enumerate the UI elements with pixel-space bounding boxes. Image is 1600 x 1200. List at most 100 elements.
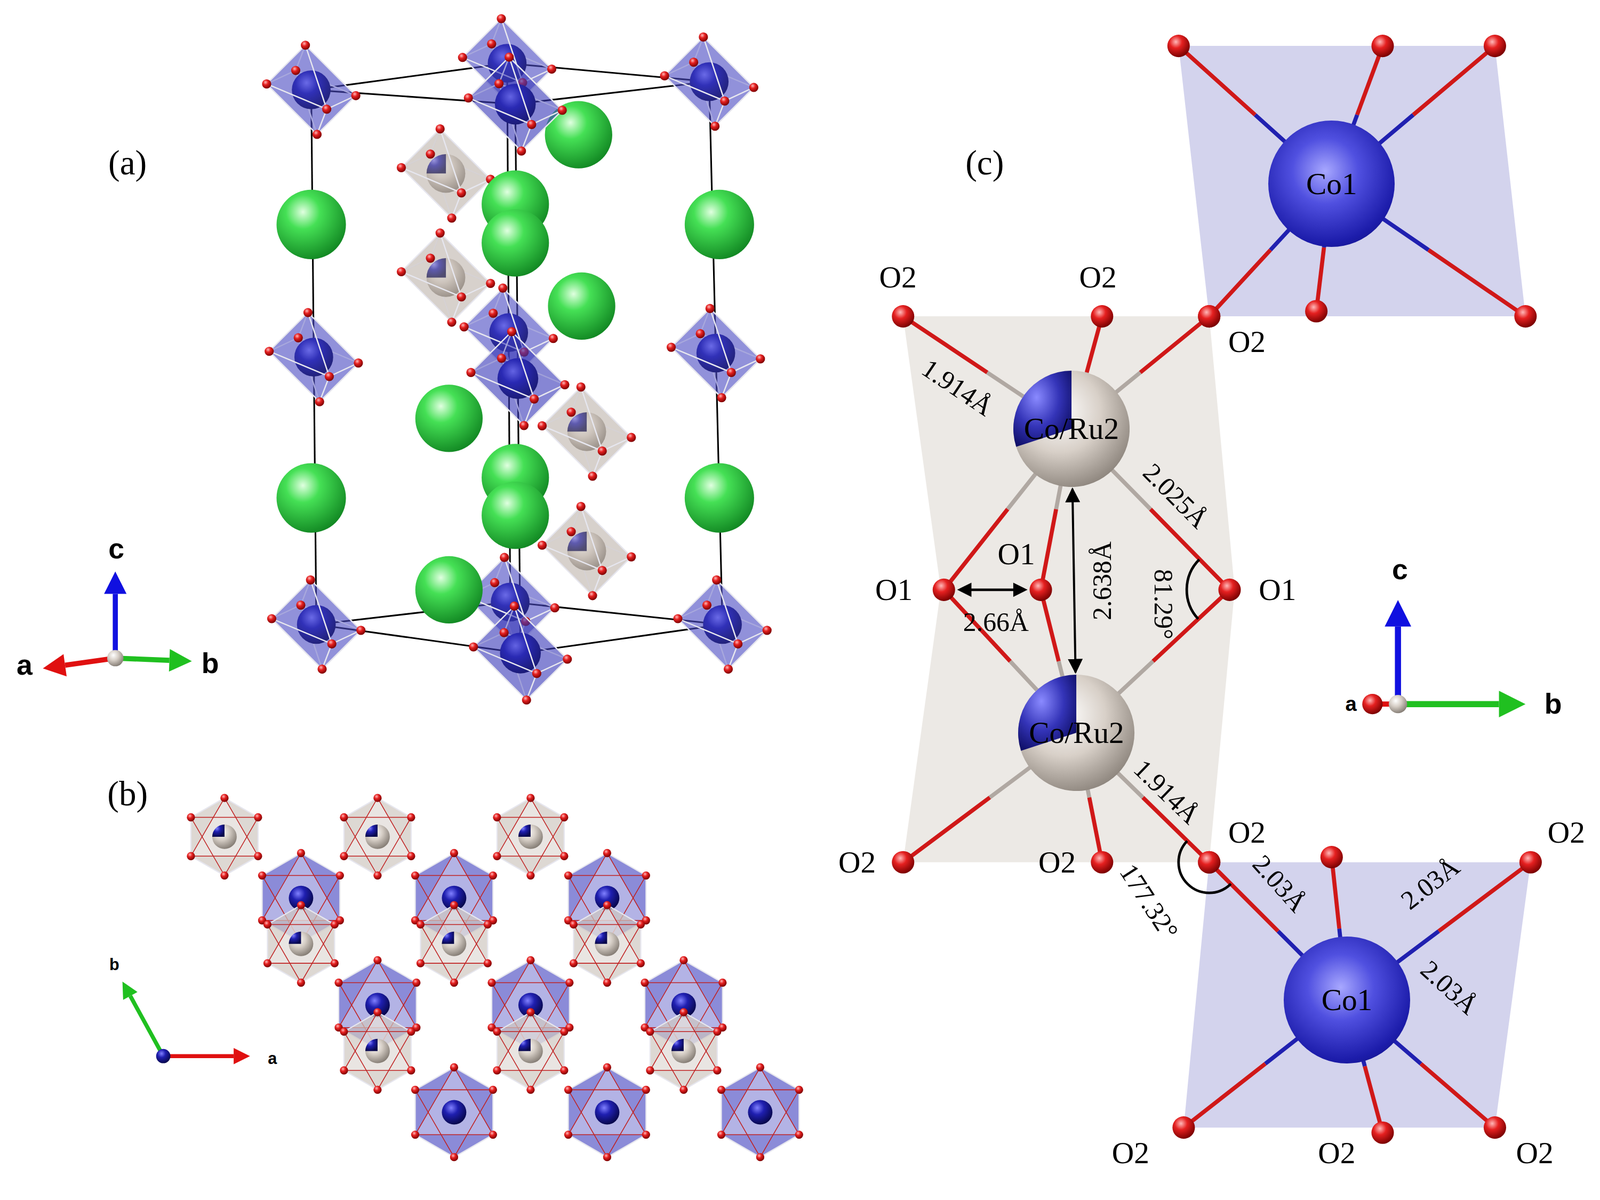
cobalt-atom — [365, 993, 390, 1018]
octahedron-face — [650, 1012, 718, 1071]
oxygen-atom — [466, 368, 476, 378]
oxygen-atom — [756, 1153, 765, 1162]
octahedron-face — [497, 797, 565, 856]
oxygen-atom — [416, 958, 425, 967]
oxygen-atom — [1197, 305, 1221, 328]
bond — [1413, 45, 1495, 115]
oxygen-atom — [526, 794, 535, 803]
oxygen-atom — [186, 852, 195, 861]
oxygen-atom — [435, 228, 445, 238]
mixed-site-atom — [365, 1038, 390, 1064]
octahedron-face — [344, 1031, 412, 1090]
strontium-atom — [276, 463, 346, 533]
octahedron-face — [721, 358, 761, 398]
oxygen-atom — [306, 575, 316, 585]
axis-shaft — [130, 995, 164, 1056]
oxygen-atom — [516, 146, 526, 156]
oxygen-atom — [636, 958, 645, 967]
mixed-site-atom — [212, 824, 237, 850]
oxygen-atom — [492, 852, 501, 861]
oxygen-atom — [560, 1027, 568, 1036]
axis-triad — [1362, 600, 1526, 718]
oxygen-atom — [532, 668, 542, 678]
oxygen-atom — [263, 958, 272, 967]
axis-origin — [1388, 694, 1407, 714]
axis-head — [122, 981, 138, 1000]
oxygen-atom — [713, 1027, 722, 1036]
oxygen-atom — [526, 1085, 535, 1094]
oxygen-atom — [522, 695, 532, 705]
oxygen-atom — [603, 978, 612, 987]
oxygen-atom — [645, 1066, 654, 1075]
oxygen-atom — [1090, 305, 1114, 328]
oxygen-atom — [483, 920, 492, 929]
oxygen-atom — [486, 39, 496, 49]
cobalt-fraction — [365, 1038, 378, 1052]
cobalt-atom — [441, 1100, 467, 1125]
octahedron-face — [526, 659, 568, 701]
oxygen-atom — [446, 213, 456, 223]
oxygen-atom — [504, 52, 514, 62]
axis-head — [104, 571, 127, 594]
oxygen-atom — [519, 420, 529, 430]
oxygen-atom — [411, 1085, 420, 1094]
strontium-atom — [276, 189, 346, 260]
oxygen-atom — [723, 664, 733, 674]
oxygen-atom — [220, 871, 229, 880]
oxygen-atom — [762, 625, 772, 635]
mixed-site-atom: Co/Ru2 — [1018, 674, 1135, 791]
oxygen-atom — [258, 871, 267, 880]
mixed-site-atom — [288, 931, 314, 957]
cobalt-fraction — [518, 1038, 531, 1052]
oxygen-atom — [666, 342, 676, 352]
c-axis-view — [122, 794, 804, 1162]
oxygen-atom — [712, 575, 722, 585]
cobalt-atom: Co1 — [1268, 120, 1395, 247]
oxygen-atom — [297, 849, 306, 858]
oxygen-atom — [450, 849, 459, 858]
oxygen-atom — [642, 1085, 651, 1094]
oxygen-atom — [498, 283, 508, 293]
strontium-atom — [415, 384, 483, 452]
oxygen-atom — [587, 471, 597, 481]
oxygen-atom — [353, 358, 363, 368]
oxygen-atom — [537, 421, 547, 431]
octahedron-face — [715, 87, 755, 127]
atom-label: Co1 — [1306, 168, 1358, 199]
octahedron-face — [542, 545, 603, 596]
bond — [1428, 250, 1526, 317]
octahedron-face — [316, 95, 356, 135]
octahedron-face — [319, 363, 359, 403]
dimension-label: 1.914Å — [1128, 754, 1204, 829]
octahedron-face — [470, 372, 535, 426]
axis-label: c — [1392, 555, 1408, 584]
cobalt-fraction — [365, 824, 378, 837]
oxygen-atom — [336, 871, 344, 880]
axis-shaft — [1394, 626, 1401, 704]
octahedron-face — [521, 110, 563, 152]
octahedron-face — [671, 347, 732, 398]
oxygen-atom — [327, 639, 337, 649]
oxygen-atom — [603, 1153, 612, 1162]
oxygen-atom — [485, 278, 495, 288]
oxygen-atom — [565, 978, 574, 987]
atom-label: O2 — [1079, 262, 1117, 293]
oxygen-atom — [564, 1085, 573, 1094]
octahedron-face — [267, 905, 335, 964]
atom-label: O2 — [1317, 1137, 1356, 1168]
atom-label: O2 — [1038, 846, 1076, 878]
octahedron-face — [664, 75, 725, 127]
oxygen-atom — [1483, 1116, 1507, 1139]
octahedron-face — [401, 272, 462, 323]
bond — [1178, 45, 1255, 115]
oxygen-atom — [253, 852, 262, 861]
oxygen-atom — [1172, 1116, 1195, 1139]
oxygen-atom — [253, 813, 262, 822]
octahedron-face — [344, 817, 412, 876]
oxygen-atom — [698, 32, 708, 42]
oxygen-atom — [560, 813, 568, 822]
oxygen-atom — [526, 120, 536, 130]
cobalt-fraction — [441, 931, 454, 944]
oxygen-atom — [450, 900, 459, 909]
